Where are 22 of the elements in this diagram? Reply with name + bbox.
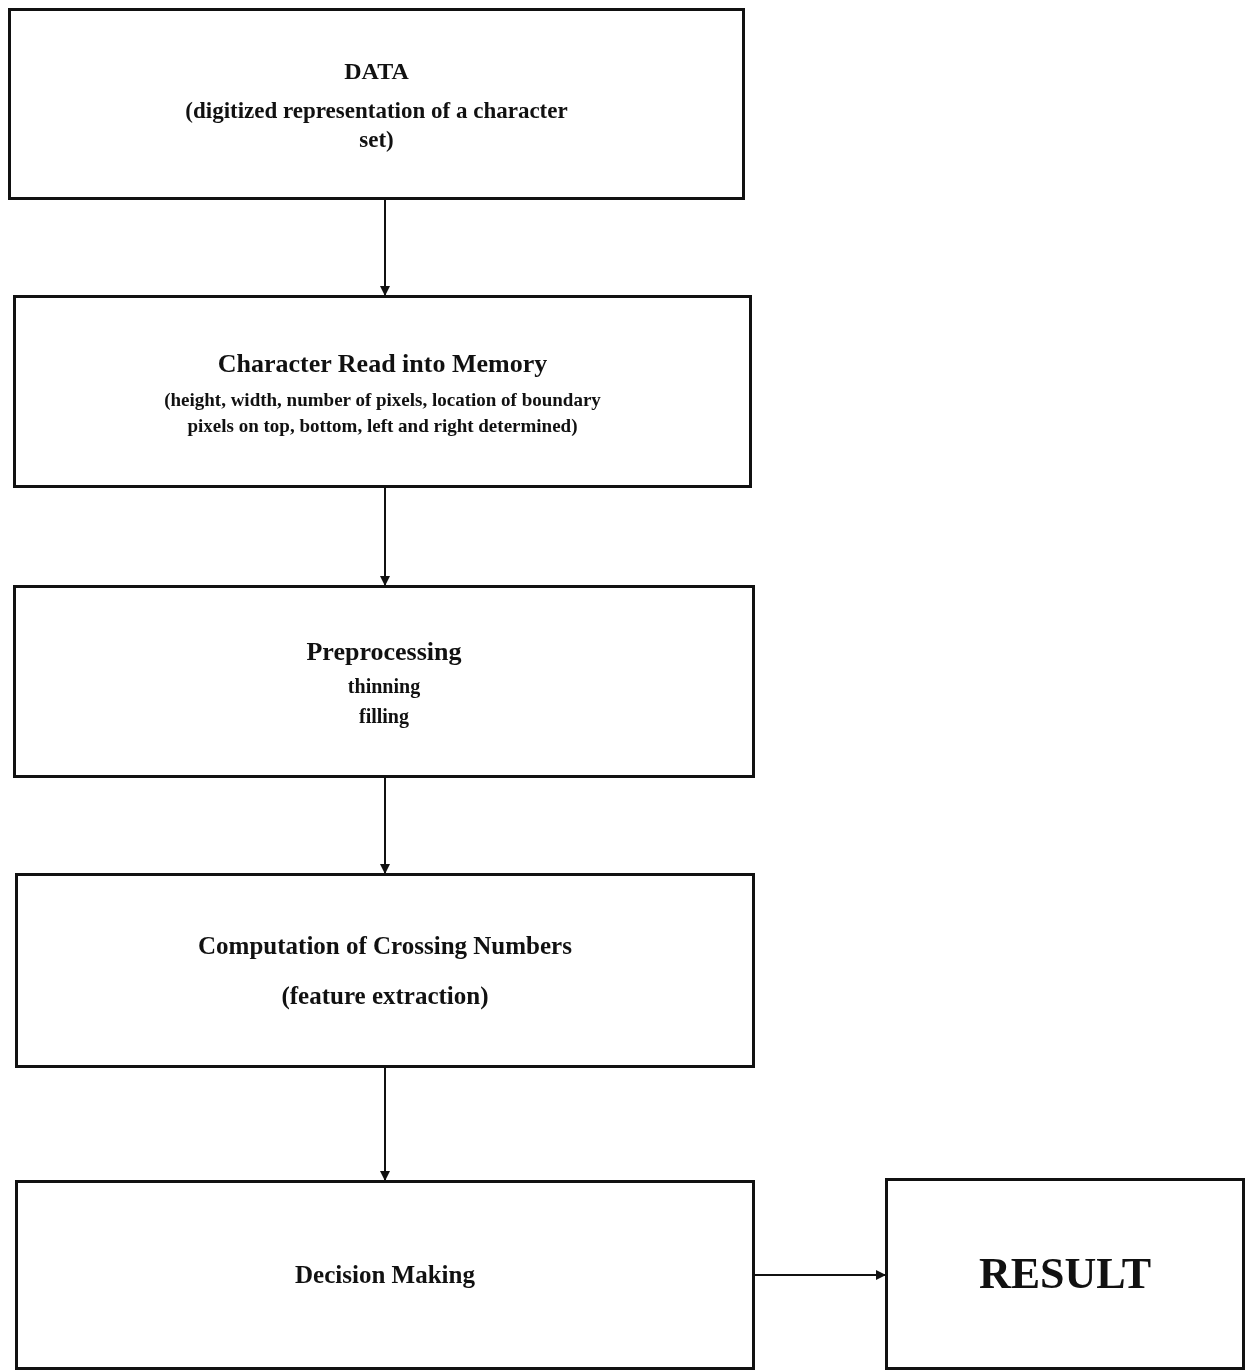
arrow [380, 487, 390, 586]
box-text: thinning [347, 674, 421, 700]
box-title: Preprocessing [306, 636, 462, 668]
process-box [15, 873, 755, 1068]
arrow [380, 777, 390, 874]
arrow [754, 1270, 886, 1280]
process-box [15, 1180, 755, 1370]
box-text: filling [359, 704, 409, 730]
process-box [8, 8, 745, 200]
box-title: Decision Making [295, 1260, 475, 1291]
process-box [13, 585, 755, 778]
box-text: (height, width, number of pixels, location of boundary pixels on top, bottom, left and right determined) [163, 387, 602, 438]
box-title: RESULT [979, 1248, 1151, 1300]
arrow [380, 199, 390, 296]
arrow [380, 1067, 390, 1181]
box-text: (feature extraction) [281, 980, 489, 1012]
box-text: (digitized representation of a character set) [184, 97, 569, 154]
process-box [13, 295, 752, 488]
process-box [885, 1178, 1245, 1370]
box-title: DATA [344, 57, 409, 87]
box-title: Computation of Crossing Numbers [198, 931, 572, 961]
box-title: Character Read into Memory [217, 347, 548, 380]
